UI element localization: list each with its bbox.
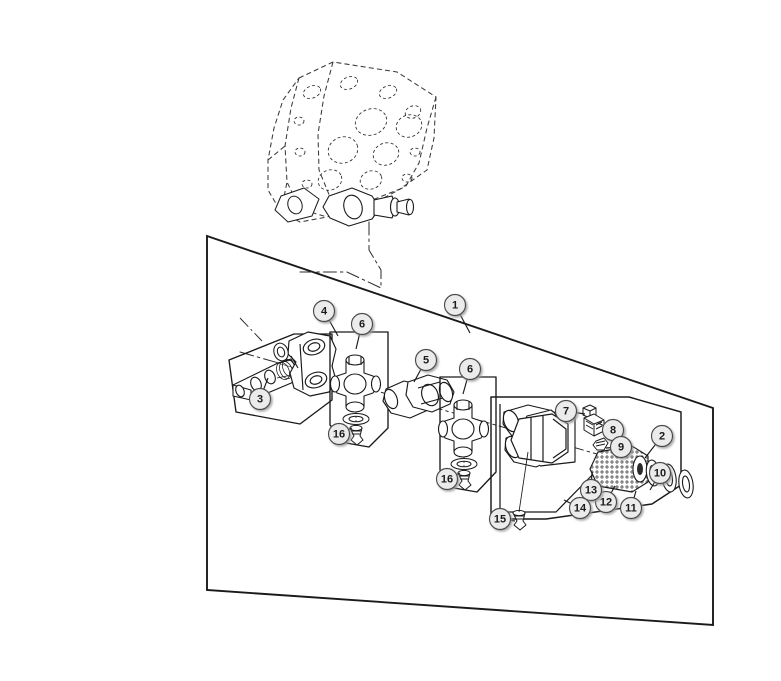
callout-yoke-flange[interactable]: 4 — [312, 299, 339, 337]
main-assembly-frame — [206, 234, 714, 627]
callout-main-assembly-frame[interactable]: 1 — [443, 293, 471, 334]
ujoint-seal-washer-right — [450, 458, 478, 470]
housing-output-shaft — [322, 187, 415, 227]
grease-fitting-right — [457, 469, 472, 491]
callout-bubble[interactable] — [488, 507, 512, 531]
callout-seal-ring[interactable]: 11 — [619, 490, 643, 520]
universal-joint-kit-right[interactable] — [437, 399, 490, 491]
callout-number: 16 — [333, 429, 345, 441]
callout-grease-fitting-right[interactable]: 16 — [435, 467, 461, 491]
callout-grease-fitting-small[interactable]: 9 — [605, 435, 633, 459]
callout-filter-group-frame[interactable]: 2 — [644, 424, 674, 459]
callout-number: 2 — [659, 431, 665, 443]
yoke-flange-bearing-cap — [273, 342, 289, 362]
housing-mount-tab — [274, 187, 320, 223]
callout-grease-fitting-left[interactable]: 16 — [327, 422, 353, 446]
callout-bubble[interactable] — [312, 299, 336, 323]
callout-number: 6 — [359, 319, 365, 331]
callout-number: 11 — [625, 503, 637, 515]
callout-bubble[interactable] — [443, 293, 467, 317]
callout-number: 14 — [574, 503, 587, 515]
group-panel-ujoint-right — [439, 376, 497, 493]
callout-bubble[interactable] — [458, 357, 482, 381]
callout-bubble[interactable] — [579, 478, 603, 502]
callout-bubble[interactable] — [327, 422, 351, 446]
callout-number: 13 — [585, 485, 597, 497]
callout-number: 1 — [452, 300, 458, 312]
sub-frame-edge — [499, 404, 602, 513]
callout-bubble[interactable] — [248, 387, 272, 411]
callout-splined-shaft[interactable]: 3 — [248, 377, 272, 411]
callout-washer-inner[interactable]: 12 — [594, 485, 618, 514]
double-yoke[interactable] — [382, 374, 455, 419]
callout-number: 8 — [610, 425, 616, 437]
callout-bubble[interactable] — [594, 490, 618, 514]
callout-bubble[interactable] — [414, 348, 438, 372]
callout-universal-joint-kit-left[interactable]: 6 — [350, 312, 374, 350]
callout-bubble[interactable] — [435, 467, 459, 491]
callout-number: 3 — [257, 394, 263, 406]
ujoint-seal-washer-left — [342, 413, 370, 425]
callout-number: 10 — [654, 468, 666, 480]
shaft-leader-dashdot-left — [239, 317, 263, 342]
callout-grease-fitting-lower[interactable]: 15 — [488, 507, 516, 531]
slip-yoke-barrel-main[interactable] — [510, 413, 569, 464]
callout-bubble[interactable] — [609, 435, 633, 459]
group-panel-shaft — [228, 333, 333, 425]
grease-fitting-lower-leader — [518, 451, 529, 513]
grease-fitting-small[interactable] — [592, 437, 609, 451]
grease-fitting-lower[interactable] — [512, 509, 527, 531]
yoke-flange — [287, 331, 337, 397]
callout-number: 4 — [321, 306, 328, 318]
housing-drop-leader — [299, 221, 382, 289]
callout-nut[interactable]: 7 — [554, 399, 586, 423]
universal-joint-kit-left[interactable] — [329, 354, 382, 446]
callout-bubble[interactable] — [350, 312, 374, 336]
callout-bubble[interactable] — [619, 496, 643, 520]
callout-splined-sleeve[interactable]: 13 — [579, 471, 603, 502]
group-panel-ujoint-left — [329, 331, 389, 448]
callout-bubble[interactable] — [568, 496, 592, 520]
callout-number: 9 — [618, 442, 624, 454]
callout-washer-outer[interactable]: 10 — [648, 461, 672, 491]
callout-bubble[interactable] — [650, 424, 674, 448]
callout-bubble[interactable] — [648, 461, 672, 485]
callout-number: 15 — [494, 514, 506, 526]
callout-sub-frame-edge[interactable]: 14 — [563, 496, 592, 520]
callout-number: 7 — [563, 406, 569, 418]
callout-number: 6 — [467, 364, 473, 376]
callout-double-yoke[interactable]: 5 — [413, 348, 438, 383]
callout-number: 12 — [600, 497, 612, 509]
callout-number: 5 — [423, 355, 429, 367]
callout-bubble[interactable] — [554, 399, 578, 423]
washer-outer[interactable] — [677, 469, 695, 499]
callout-universal-joint-kit-right[interactable]: 6 — [458, 357, 482, 395]
grease-fitting-left — [349, 424, 364, 446]
callout-number: 16 — [441, 474, 453, 486]
